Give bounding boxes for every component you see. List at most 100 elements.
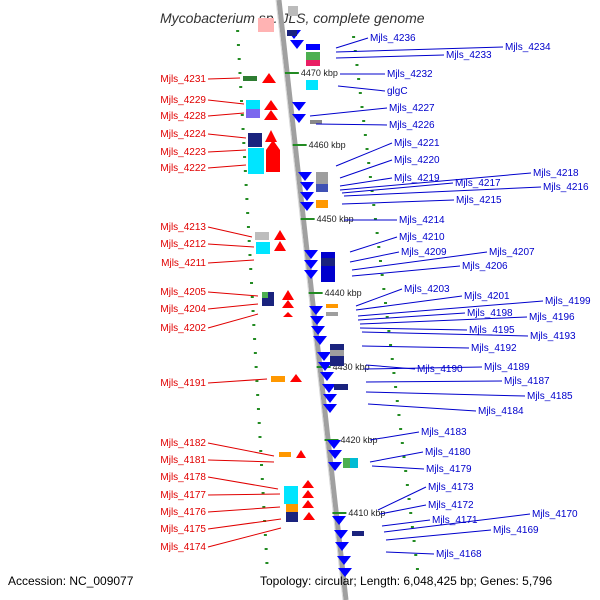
leader-line <box>381 519 431 527</box>
track-tick <box>382 288 386 290</box>
gene-label: Mjls_4217 <box>455 178 501 189</box>
gene-label: Mjls_4189 <box>484 362 530 373</box>
leader-line <box>207 77 241 80</box>
track-tick <box>254 366 258 368</box>
gene-arrow <box>265 130 277 142</box>
leader-line <box>361 345 470 349</box>
leader-line <box>363 366 483 370</box>
scale-tick-label: 4430 kbp <box>333 362 370 372</box>
track-tick <box>399 428 403 430</box>
leader-line <box>207 303 259 310</box>
gene-arrow <box>338 568 352 577</box>
genome-backbone <box>276 0 349 600</box>
track-tick <box>372 204 376 206</box>
track-tick <box>263 534 267 536</box>
track-tick <box>257 422 261 424</box>
gene-label: Mjls_4203 <box>404 284 450 295</box>
map-title: Mycobacterium sp. JLS, complete genome <box>160 10 425 26</box>
leader-line <box>339 177 393 187</box>
track-tick <box>373 218 377 220</box>
gene-label: Mjls_4179 <box>426 464 472 475</box>
track-tick <box>255 380 259 382</box>
track-tick <box>410 526 414 528</box>
scale-tick-label: 4420 kbp <box>341 435 378 445</box>
track-tick <box>415 568 419 570</box>
track-tick <box>357 78 361 80</box>
gene-arrow <box>274 230 286 240</box>
gene-label: Mjls_4191 <box>160 378 206 389</box>
leader-line <box>371 465 425 470</box>
gene-label: Mjls_4220 <box>394 155 440 166</box>
track-tick <box>246 212 250 214</box>
gene-arrow <box>274 241 286 251</box>
leader-line <box>359 327 468 331</box>
leader-line <box>207 442 275 457</box>
leader-line <box>379 504 427 515</box>
leader-line <box>355 288 403 307</box>
track-tick <box>236 44 240 46</box>
gene-label: Mjls_4185 <box>527 391 573 402</box>
track-tick <box>412 540 416 542</box>
gene-label: Mjls_4229 <box>160 95 206 106</box>
scale-tick-label: 4440 kbp <box>325 288 362 298</box>
track-tick <box>245 198 249 200</box>
leader-line <box>207 112 245 117</box>
gene-label: glgC <box>387 86 408 97</box>
gene-glyph <box>286 504 298 512</box>
gene-glyph <box>287 30 297 36</box>
track-tick <box>404 470 408 472</box>
gene-glyph <box>279 452 291 457</box>
leader-line <box>207 518 282 530</box>
leader-line <box>369 451 424 463</box>
track-tick <box>385 316 389 318</box>
leader-line <box>365 391 526 397</box>
gene-arrow <box>302 500 314 508</box>
gene-arrow <box>313 336 327 345</box>
gene-label: Mjls_4209 <box>401 247 447 258</box>
leader-line <box>207 226 253 238</box>
gene-arrow <box>309 306 323 315</box>
track-tick <box>256 408 260 410</box>
gene-label: Mjls_4202 <box>160 323 206 334</box>
gene-arrow <box>300 202 314 211</box>
gene-label: Mjls_4207 <box>489 247 535 258</box>
gene-label: Mjls_4187 <box>504 376 550 387</box>
leader-line <box>207 459 275 463</box>
track-tick <box>259 450 263 452</box>
leader-line <box>339 172 532 191</box>
leader-line <box>207 243 255 248</box>
leader-line <box>207 259 255 264</box>
track-tick <box>409 512 413 514</box>
track-tick <box>243 156 247 158</box>
leader-line <box>207 476 279 490</box>
gene-arrow <box>304 250 318 259</box>
genome-summary-text: Topology: circular; Length: 6,048,425 bp… <box>260 574 553 588</box>
gene-label: Mjls_4195 <box>469 325 515 336</box>
track-tick <box>400 442 404 444</box>
leader-line <box>355 295 463 311</box>
leader-line <box>365 380 503 383</box>
gene-label: Mjls_4205 <box>160 287 206 298</box>
gene-glyph <box>262 292 268 298</box>
gene-label: Mjls_4173 <box>428 482 474 493</box>
leader-line <box>207 378 268 384</box>
track-tick <box>407 498 411 500</box>
track-tick <box>261 492 265 494</box>
track-tick <box>236 30 240 32</box>
leader-line <box>357 312 466 321</box>
leader-line <box>341 199 455 205</box>
gene-glyph <box>288 6 298 16</box>
track-tick <box>402 456 406 458</box>
track-tick <box>395 400 399 402</box>
gene-arrow <box>264 100 278 110</box>
gene-label: Mjls_4175 <box>160 524 206 535</box>
track-tick <box>265 562 269 564</box>
leader-line <box>349 236 398 253</box>
gene-arrow <box>327 440 341 449</box>
gene-arrow <box>311 326 325 335</box>
gene-glyph <box>306 80 318 90</box>
track-tick <box>250 296 254 298</box>
gene-glyph <box>248 148 264 174</box>
track-tick <box>241 128 245 130</box>
